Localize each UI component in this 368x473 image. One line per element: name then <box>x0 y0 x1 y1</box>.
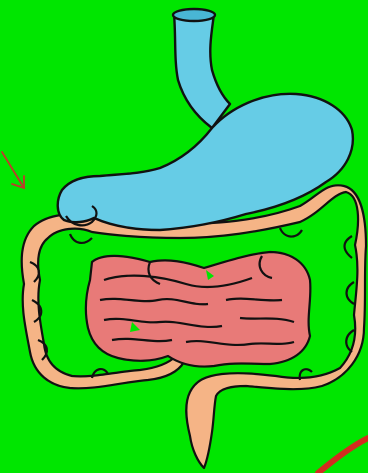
esophagus-opening <box>173 9 215 21</box>
small-intestine-body <box>86 252 311 367</box>
small-intestine <box>86 252 311 367</box>
